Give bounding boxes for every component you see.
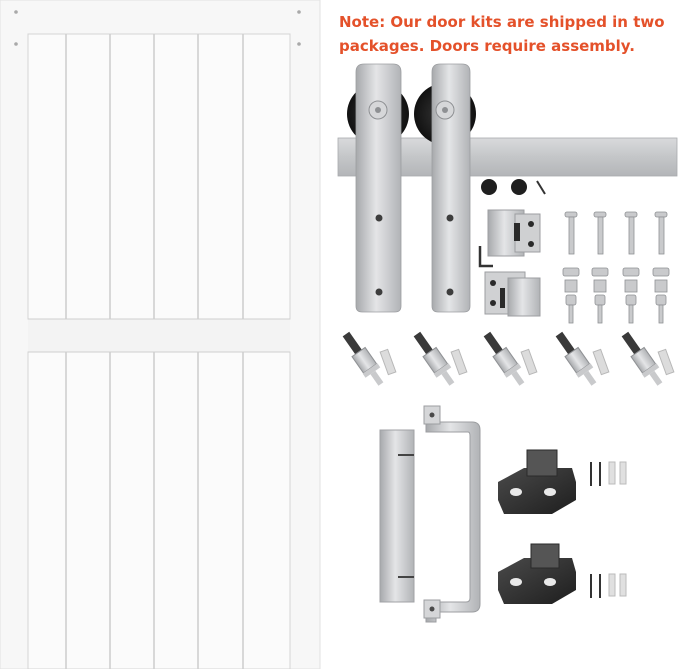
door-handle [379, 405, 481, 623]
roller-hanger-right [414, 63, 476, 313]
hex-key [478, 246, 493, 268]
floor-guide-top [498, 449, 576, 514]
rail-stoppers [481, 179, 546, 195]
barn-door [0, 0, 321, 669]
spacer-nut-assemblies [562, 267, 670, 324]
floor-guide-bottom [498, 543, 576, 604]
shipping-note: Note: Our door kits are shipped in two p… [339, 13, 665, 55]
anti-jump-block-top [487, 209, 541, 257]
anti-jump-block-bottom [484, 271, 541, 317]
hanger-bolts [564, 211, 668, 255]
roller-hanger-left [347, 63, 409, 313]
floor-guide-screws [590, 461, 627, 598]
lag-screw-sets [342, 331, 675, 386]
